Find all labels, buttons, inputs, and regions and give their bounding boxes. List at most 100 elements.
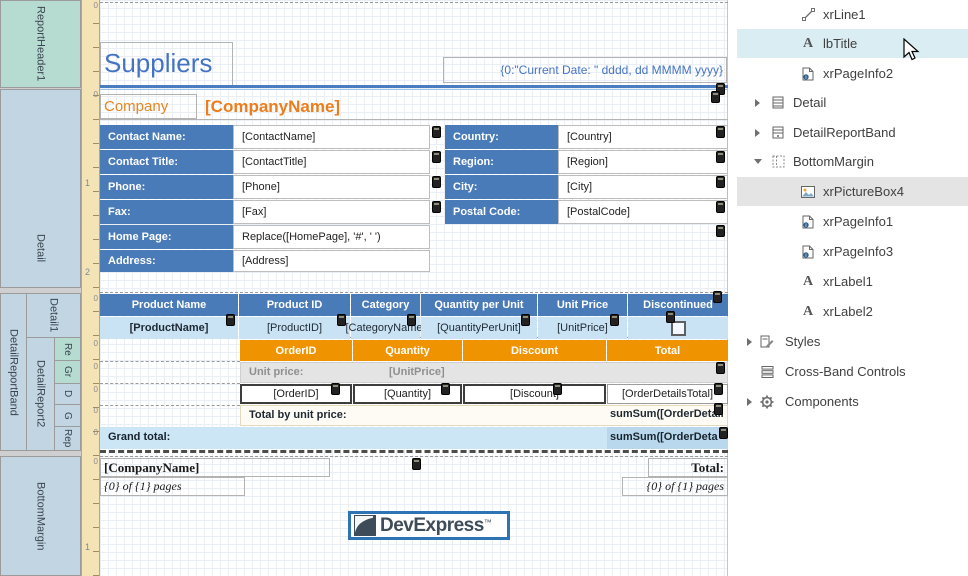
- smart-tag-icon[interactable]: [441, 383, 450, 395]
- report-footer-row[interactable]: Grand total: sumSum([OrderDeta: [100, 427, 728, 449]
- picture-box-logo[interactable]: DevExpress ™: [348, 511, 510, 540]
- product-header-cell[interactable]: Product ID: [239, 294, 350, 316]
- product-discontinued-cell[interactable]: [628, 317, 728, 339]
- product-value-cell[interactable]: [QuantityPerUnit]: [421, 317, 537, 339]
- footer-total-label[interactable]: Total:: [648, 458, 728, 477]
- band-detail[interactable]: Detail: [0, 89, 81, 288]
- smart-tag-icon[interactable]: [553, 383, 562, 395]
- smart-tag-icon[interactable]: [666, 311, 675, 323]
- contact-label-cell[interactable]: Fax:: [100, 200, 233, 224]
- band-report-header[interactable]: ReportHeader1: [0, 0, 81, 88]
- group-header-row[interactable]: Unit price: [UnitPrice]: [240, 362, 728, 383]
- order-value-cell[interactable]: [Quantity]: [353, 384, 462, 404]
- smart-tag-icon[interactable]: [407, 314, 416, 326]
- product-header-cell[interactable]: Unit Price: [538, 294, 627, 316]
- smart-tag-icon[interactable]: [714, 403, 723, 415]
- smart-tag-icon[interactable]: [432, 151, 441, 163]
- page-info-right[interactable]: {0} of {1} pages: [622, 477, 728, 496]
- smart-tag-icon[interactable]: [711, 91, 720, 103]
- product-header-cell[interactable]: Product Name: [100, 294, 238, 316]
- contact-value-cell[interactable]: [Phone]: [233, 175, 430, 199]
- smart-tag-icon[interactable]: [432, 126, 441, 138]
- band-report-header3[interactable]: Re: [54, 337, 81, 361]
- contact-label-cell[interactable]: Contact Title:: [100, 150, 233, 174]
- smart-tag-icon[interactable]: [716, 362, 725, 374]
- tree-item-xrpageinfo3[interactable]: i xrPageInfo3: [737, 237, 968, 266]
- band-group-header3[interactable]: Gr: [54, 360, 81, 384]
- contact-value-cell[interactable]: [Fax]: [233, 200, 430, 224]
- order-header-cell[interactable]: Quantity: [353, 340, 462, 361]
- address-label-cell[interactable]: City:: [445, 175, 558, 199]
- grand-total-sum-cell[interactable]: sumSum([OrderDeta: [607, 427, 728, 449]
- page-info-left[interactable]: {0} of {1} pages: [100, 477, 245, 496]
- address-value-cell[interactable]: [Region]: [558, 150, 728, 174]
- tree-item-styles[interactable]: Styles: [737, 327, 968, 356]
- address-label-cell[interactable]: Country:: [445, 125, 558, 149]
- collapse-arrow-icon[interactable]: [754, 159, 762, 164]
- address-value-cell[interactable]: [PostalCode]: [558, 200, 728, 224]
- smart-tag-icon[interactable]: [432, 176, 441, 188]
- title-label[interactable]: Suppliers: [100, 42, 233, 86]
- contact-label-cell[interactable]: Contact Name:: [100, 125, 233, 149]
- group-footer-row[interactable]: Total by unit price:: [240, 405, 728, 426]
- smart-tag-icon[interactable]: [716, 151, 725, 163]
- smart-tag-icon[interactable]: [226, 314, 235, 326]
- address-value-cell[interactable]: [City]: [558, 175, 728, 199]
- order-header-cell[interactable]: Total: [607, 340, 728, 361]
- tree-item-cross-band-controls[interactable]: Cross-Band Controls: [737, 357, 968, 386]
- tree-item-detailreportband[interactable]: DetailReportBand: [737, 118, 968, 147]
- order-value-cell[interactable]: [OrderDetailsTotal]: [607, 384, 728, 404]
- band-detail3[interactable]: D: [54, 383, 81, 405]
- tree-item-xrpageinfo2[interactable]: i xrPageInfo2: [737, 59, 968, 88]
- contact-value-cell[interactable]: [Address]: [233, 250, 430, 272]
- order-header-cell[interactable]: Discount: [463, 340, 606, 361]
- tree-item-xrline1[interactable]: xrLine1: [737, 0, 968, 29]
- smart-tag-icon[interactable]: [719, 427, 728, 439]
- tree-item-bottommargin[interactable]: BottomMargin: [737, 147, 968, 176]
- order-header-cell[interactable]: OrderID: [240, 340, 352, 361]
- tree-item-xrpicturebox4[interactable]: xrPictureBox4: [737, 177, 968, 206]
- contact-value-cell[interactable]: [ContactTitle]: [233, 150, 430, 174]
- smart-tag-icon[interactable]: [521, 314, 530, 326]
- smart-tag-icon[interactable]: [331, 383, 340, 395]
- contact-label-cell[interactable]: Phone:: [100, 175, 233, 199]
- product-value-cell[interactable]: [ProductID]: [239, 317, 350, 339]
- line-control[interactable]: [100, 85, 728, 88]
- footer-company-label[interactable]: [CompanyName]: [100, 458, 330, 477]
- product-header-cell[interactable]: Discontinued: [628, 294, 728, 316]
- expand-arrow-icon[interactable]: [755, 98, 760, 107]
- band-detail-report-band[interactable]: DetailReportBand: [0, 293, 27, 451]
- contact-label-cell[interactable]: Address:: [100, 250, 233, 272]
- smart-tag-icon[interactable]: [716, 126, 725, 138]
- tree-item-xrlabel1[interactable]: A xrLabel1: [737, 267, 968, 296]
- smart-tag-icon[interactable]: [713, 291, 722, 303]
- expand-arrow-icon[interactable]: [747, 337, 752, 346]
- smart-tag-icon[interactable]: [432, 201, 441, 213]
- tree-item-components[interactable]: Components: [737, 387, 968, 416]
- smart-tag-icon[interactable]: [716, 83, 725, 95]
- smart-tag-icon[interactable]: [716, 225, 725, 237]
- address-label-cell[interactable]: Postal Code:: [445, 200, 558, 224]
- company-caption[interactable]: Company: [100, 94, 197, 119]
- product-header-cell[interactable]: Quantity per Unit: [421, 294, 537, 316]
- contact-label-cell[interactable]: Home Page:: [100, 225, 233, 249]
- expand-arrow-icon[interactable]: [747, 397, 752, 406]
- design-surface[interactable]: [100, 0, 728, 576]
- smart-tag-icon[interactable]: [716, 176, 725, 188]
- tree-item-detail[interactable]: Detail: [737, 88, 968, 117]
- address-value-cell[interactable]: [Country]: [558, 125, 728, 149]
- company-name-field[interactable]: [CompanyName]: [205, 94, 535, 119]
- product-header-cell[interactable]: Category: [351, 294, 420, 316]
- band-group-footer[interactable]: G: [54, 404, 81, 427]
- product-value-cell[interactable]: [CategoryName]: [345, 317, 426, 339]
- page-info-date[interactable]: {0:"Current Date: " dddd, dd MMMM yyyy}: [443, 57, 727, 83]
- contact-value-cell[interactable]: Replace([HomePage], '#', ' '): [233, 225, 430, 249]
- order-value-cell[interactable]: [Discount]: [463, 384, 606, 404]
- smart-tag-icon[interactable]: [610, 314, 619, 326]
- band-report-footer[interactable]: Rep: [54, 426, 81, 451]
- tree-item-xrpageinfo1[interactable]: i xrPageInfo1: [737, 207, 968, 236]
- product-value-cell[interactable]: [ProductName]: [100, 317, 238, 339]
- smart-tag-icon[interactable]: [714, 383, 723, 395]
- total-sum-cell[interactable]: sumSum([OrderDetail: [607, 405, 728, 426]
- tree-item-xrlabel2[interactable]: A xrLabel2: [737, 297, 968, 326]
